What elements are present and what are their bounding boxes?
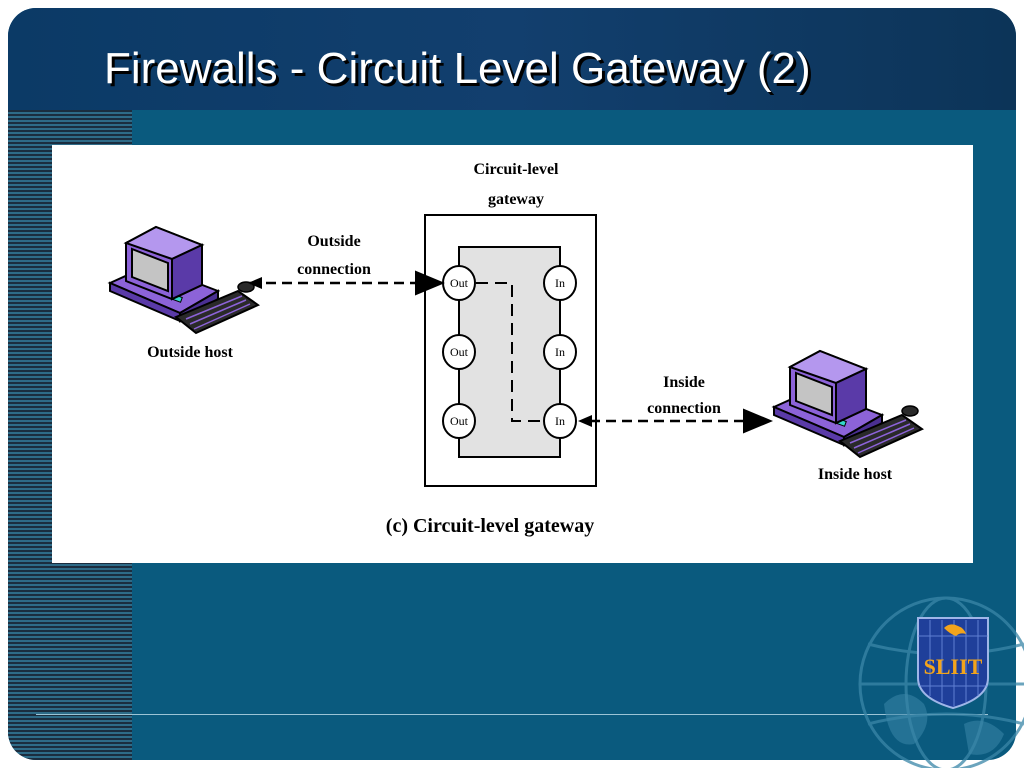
svg-text:In: In [555, 276, 565, 290]
bottom-divider [36, 714, 988, 715]
in-port: In [543, 403, 577, 439]
svg-text:In: In [555, 345, 565, 359]
title-band: Firewalls - Circuit Level Gateway (2) [8, 8, 1016, 110]
svg-text:Out: Out [450, 276, 469, 290]
outside-connection-label-line2: connection [297, 261, 371, 278]
out-port: Out [442, 403, 476, 439]
gateway-label-line1: Circuit-level [473, 161, 559, 178]
svg-text:Out: Out [450, 345, 469, 359]
inside-connection-label-line1: Inside [663, 374, 705, 391]
outside-connection-label-line1: Outside [307, 233, 360, 250]
circuit-gateway-diagram: Outside host Inside host Circuit-level g… [109, 161, 923, 537]
svg-text:Out: Out [450, 414, 469, 428]
inside-connection-label-line2: connection [647, 400, 721, 417]
arrowhead [578, 415, 592, 427]
diagram-figure: Outside host Inside host Circuit-level g… [52, 145, 973, 563]
gateway-label-line2: gateway [488, 191, 544, 208]
out-port: Out [442, 334, 476, 370]
inside-host-label: Inside host [818, 466, 893, 483]
figure-caption: (c) Circuit-level gateway [386, 515, 594, 537]
slide-title: Firewalls - Circuit Level Gateway (2) [104, 44, 811, 93]
outside-host-computer-icon [109, 226, 259, 334]
svg-text:In: In [555, 414, 565, 428]
out-port: Out [442, 265, 476, 301]
sliit-logo: SLIIT [917, 617, 989, 710]
in-port: In [543, 334, 577, 370]
arrowhead [248, 277, 262, 289]
outside-host-label: Outside host [147, 344, 233, 361]
inside-host-computer-icon [773, 350, 923, 458]
relay-path [476, 282, 542, 422]
logo-text: SLIIT [924, 654, 983, 679]
lion-icon [944, 624, 966, 636]
in-port: In [543, 265, 577, 301]
